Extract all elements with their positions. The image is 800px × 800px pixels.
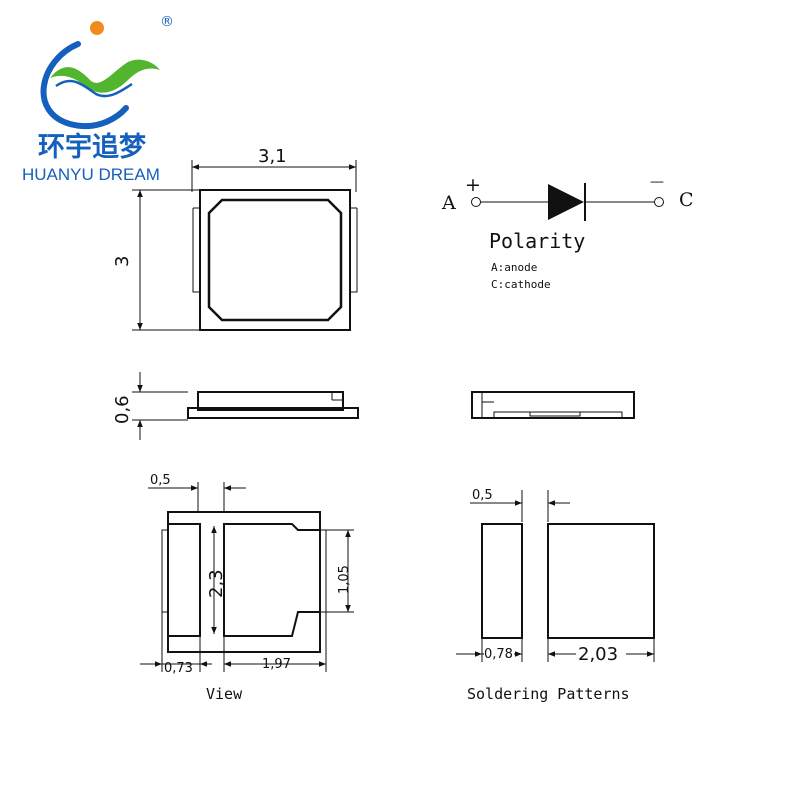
cathode-letter: C	[679, 189, 694, 211]
bottom-top-label: 0,5	[150, 473, 171, 488]
cathode-description: C:cathode	[491, 278, 551, 291]
diode-triangle-icon	[548, 184, 584, 220]
bottom-height-label: 2,3	[206, 569, 227, 598]
logo-wave2-icon	[55, 79, 133, 98]
logo-wave-icon	[50, 59, 160, 93]
side-thickness-label: 0,6	[112, 395, 133, 424]
logo-text-cn: 环宇追梦	[38, 131, 146, 163]
side-view-right	[471, 391, 635, 419]
bottom-right-label: 1,05	[337, 565, 352, 594]
registered-mark: ®	[160, 14, 174, 30]
soldering-patterns: 0,5 0,78 2,03 Soldering Patterns	[456, 488, 655, 703]
top-width-label: 3,1	[258, 146, 287, 167]
brand-logo: ® 环宇追梦 HUANYU DREAM	[22, 14, 174, 184]
solder-gap-label: 0,5	[472, 488, 493, 503]
bottom-view: 0,5 2,3 1,05 0,73 1,97 View	[140, 473, 354, 703]
soldering-caption: Soldering Patterns	[467, 685, 630, 703]
solder-pad-right	[547, 523, 655, 639]
logo-arc-icon	[40, 41, 129, 130]
side-view-left: 0,6	[112, 372, 359, 440]
solder-pad-left	[481, 523, 523, 639]
polarity-title: Polarity	[489, 229, 585, 253]
top-view: 3,1 3	[112, 146, 358, 331]
anode-description: A:anode	[491, 261, 537, 274]
polarity-symbol: A + — C Polarity A:anode C:cathode	[441, 174, 694, 291]
logo-sun-icon	[90, 21, 104, 35]
view-caption: View	[206, 685, 243, 703]
top-height-label: 3	[112, 256, 133, 267]
minus-sign: —	[650, 174, 664, 190]
anode-letter: A	[441, 192, 456, 214]
logo-text-en: HUANYU DREAM	[22, 165, 160, 184]
bottom-left-label: 0,73	[164, 661, 193, 676]
plus-sign: +	[465, 174, 481, 196]
bottom-right-width-label: 1,97	[262, 657, 291, 672]
solder-left-label: 0,78	[484, 647, 513, 662]
solder-right-label: 2,03	[578, 644, 618, 665]
